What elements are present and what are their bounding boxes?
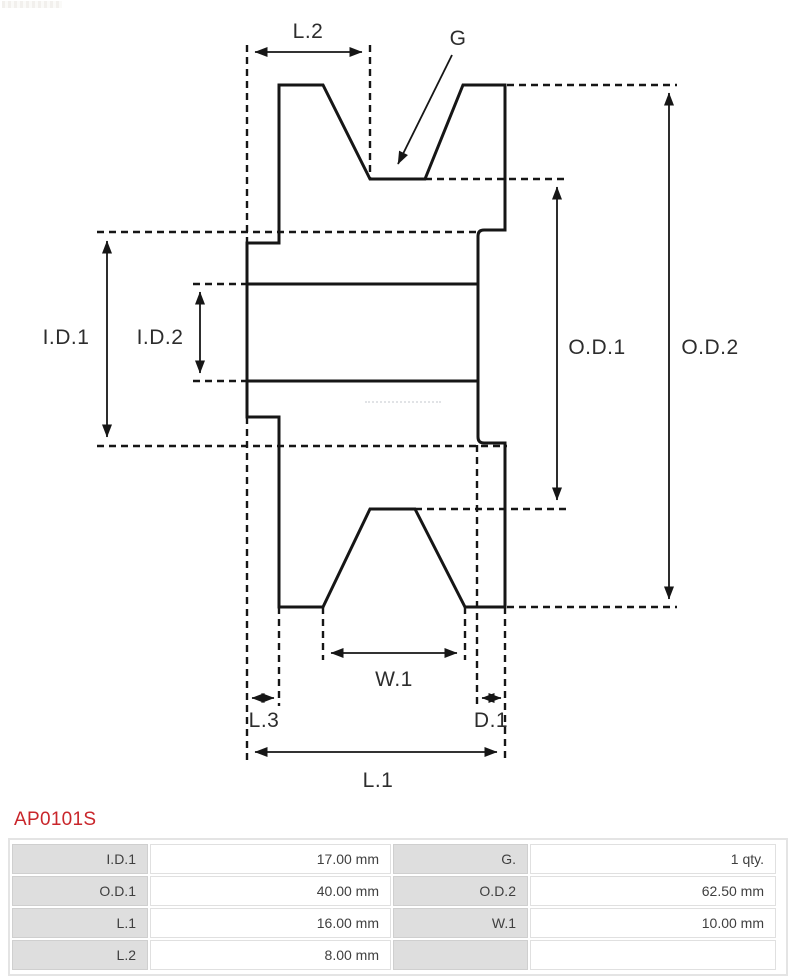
spec-label: L.1 (12, 908, 148, 938)
spec-value (530, 940, 776, 970)
spec-table-row: I.D.1 17.00 mm G. 1 qty. (12, 844, 784, 874)
pulley-body-outline (245, 83, 507, 609)
spec-label: O.D.1 (12, 876, 148, 906)
label-l1: L.1 (363, 769, 394, 792)
spec-value: 40.00 mm (150, 876, 391, 906)
spec-table: I.D.1 17.00 mm G. 1 qty. O.D.1 40.00 mm … (8, 838, 788, 976)
spec-table-row: L.2 8.00 mm (12, 940, 784, 970)
label-od2: O.D.2 (681, 336, 738, 359)
pulley-outline (245, 83, 507, 609)
spec-table-row: L.1 16.00 mm W.1 10.00 mm (12, 908, 784, 938)
spec-value: 10.00 mm (530, 908, 776, 938)
spec-table-row: O.D.1 40.00 mm O.D.2 62.50 mm (12, 876, 784, 906)
spec-label: G. (393, 844, 528, 874)
spec-label: O.D.2 (393, 876, 528, 906)
spec-value: 8.00 mm (150, 940, 391, 970)
label-w1: W.1 (375, 668, 413, 691)
label-od1: O.D.1 (568, 336, 625, 359)
label-g: G (450, 27, 467, 50)
label-id1: I.D.1 (43, 326, 90, 349)
center-watermark (365, 401, 441, 406)
spec-value: 17.00 mm (150, 844, 391, 874)
spec-value: 1 qty. (530, 844, 776, 874)
spec-value: 16.00 mm (150, 908, 391, 938)
pulley-drawing-svg: L.2 G I.D.1 I.D.2 O.D.1 O.D.2 W.1 L.3 D.… (43, 20, 739, 792)
dimension-labels: L.2 G I.D.1 I.D.2 O.D.1 O.D.2 W.1 L.3 D.… (43, 20, 739, 792)
part-number-link[interactable]: AP0101S (14, 809, 97, 830)
spec-label: I.D.1 (12, 844, 148, 874)
label-l2: L.2 (293, 20, 324, 43)
spec-label: L.2 (12, 940, 148, 970)
bore-lines (247, 282, 478, 383)
extension-lines (97, 45, 677, 760)
label-d1: D.1 (474, 709, 508, 732)
dimension-arrows (102, 47, 674, 757)
label-id2: I.D.2 (137, 326, 184, 349)
spec-label (393, 940, 528, 970)
spec-label: W.1 (393, 908, 528, 938)
corner-watermark (2, 1, 62, 8)
spec-value: 62.50 mm (530, 876, 776, 906)
leader-g (397, 54, 453, 165)
pulley-technical-drawing: L.2 G I.D.1 I.D.2 O.D.1 O.D.2 W.1 L.3 D.… (43, 20, 739, 792)
label-l3: L.3 (249, 709, 280, 732)
